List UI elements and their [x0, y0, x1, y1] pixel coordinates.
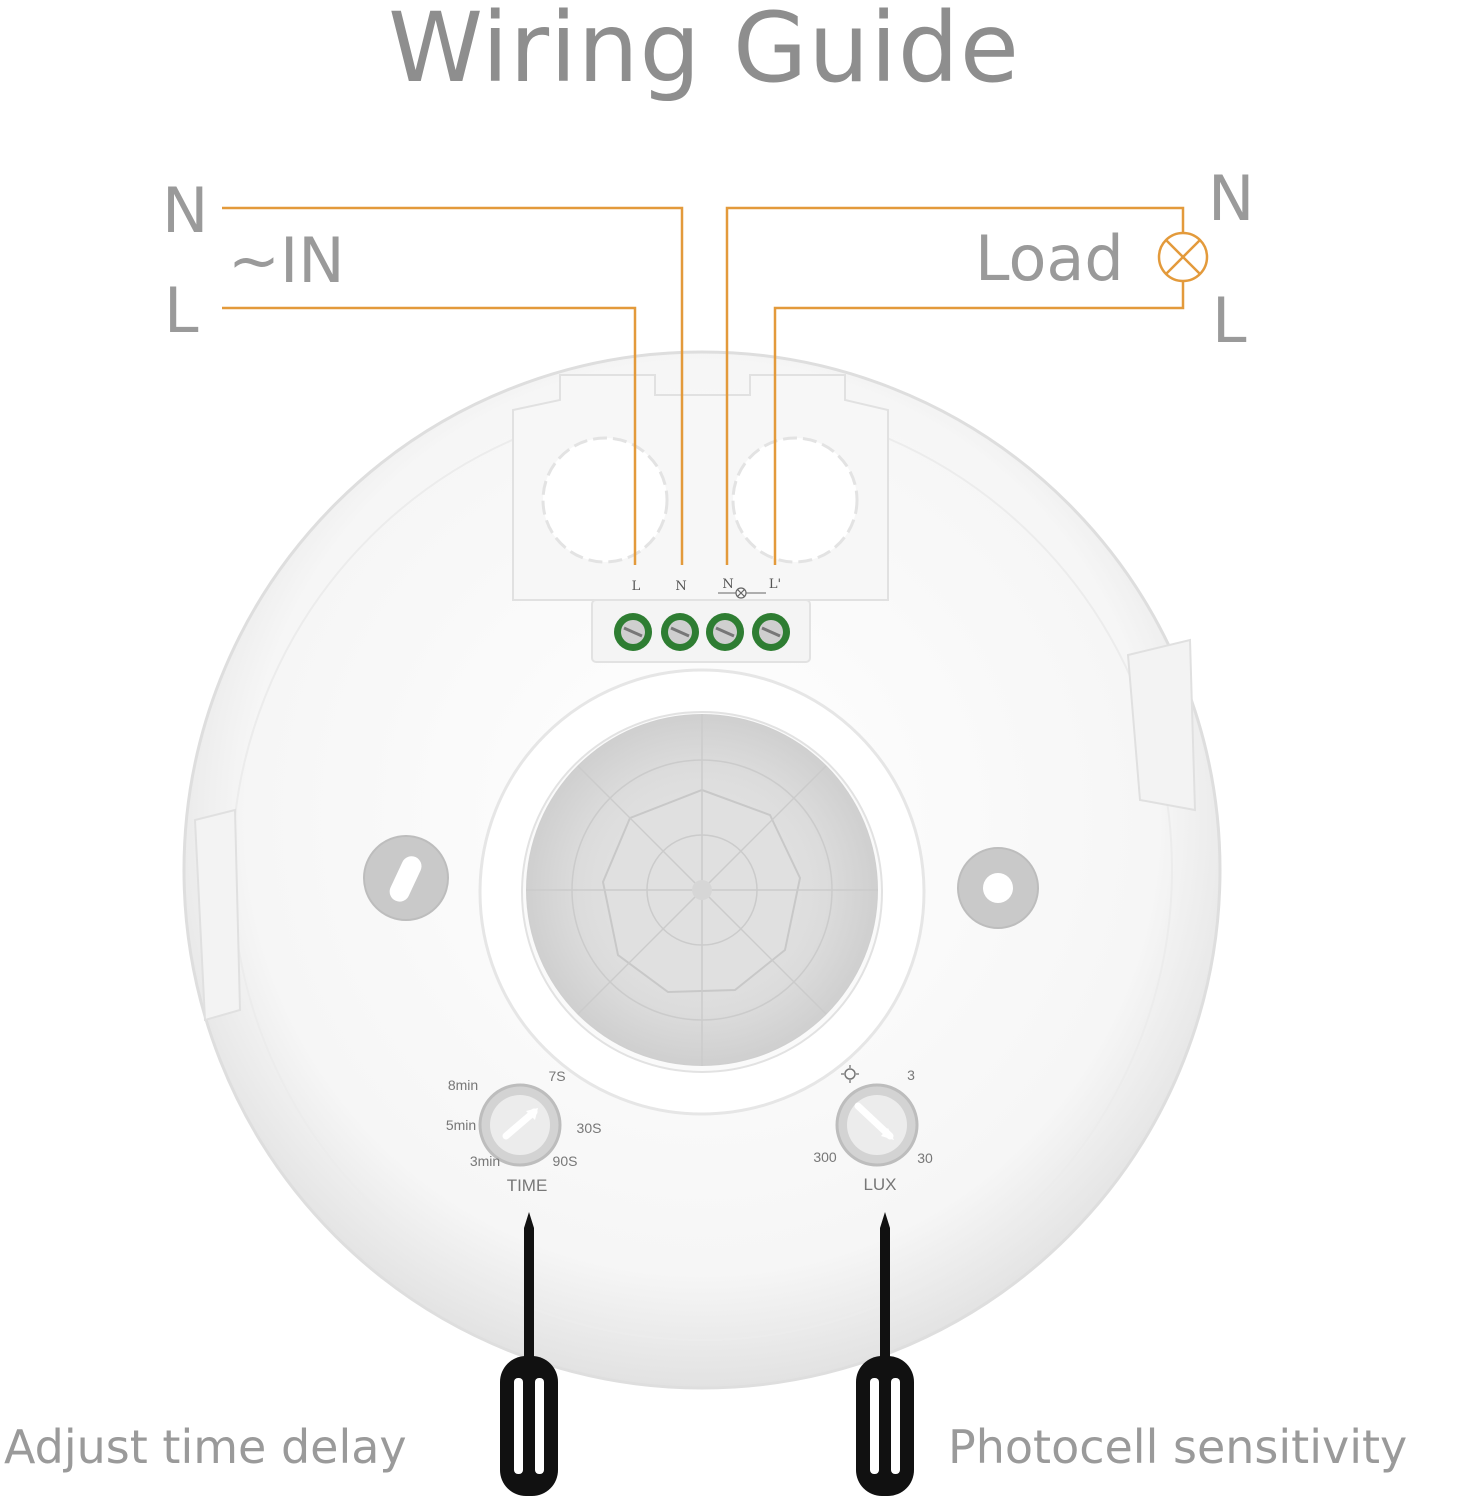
input-label: ~IN	[228, 224, 345, 297]
time-mark-5min: 5min	[446, 1117, 476, 1133]
load-label: Load	[975, 222, 1124, 295]
terminal-screw	[661, 613, 699, 651]
terminal-label-load-l: L'	[769, 577, 781, 592]
lux-mark-3: 3	[907, 1067, 915, 1083]
lamp-icon	[1157, 231, 1209, 283]
page-title: Wiring Guide	[388, 0, 1020, 104]
time-mark-3min: 3min	[470, 1153, 500, 1169]
wire-in-n	[222, 206, 684, 565]
wire-in-l	[222, 306, 637, 565]
mounting-hole-right	[957, 847, 1039, 929]
lux-mark-300: 300	[813, 1149, 837, 1165]
load-neutral-label: N	[1208, 162, 1255, 235]
load-live-label: L	[1212, 284, 1247, 357]
wires	[222, 206, 1185, 565]
wire-load-n	[725, 206, 1185, 565]
photocell-caption: Photocell sensitivity	[948, 1420, 1408, 1474]
terminal-label-load-n: N	[722, 577, 733, 592]
terminal-screw	[706, 613, 744, 651]
mini-lamp-icon	[718, 587, 766, 599]
terminal-screw	[614, 613, 652, 651]
input-neutral-label: N	[162, 174, 209, 247]
lux-dial[interactable]	[835, 1083, 919, 1167]
wire-load-l	[773, 282, 1185, 565]
time-mark-8min: 8min	[448, 1077, 478, 1093]
time-delay-caption: Adjust time delay	[4, 1420, 407, 1474]
terminal-label-l: L	[632, 579, 641, 594]
time-mark-7s: 7S	[548, 1068, 565, 1084]
input-live-label: L	[164, 274, 199, 347]
pir-sensor-lens	[478, 668, 926, 1116]
screwdriver-icon	[500, 1212, 558, 1496]
terminal-housing	[512, 374, 889, 663]
terminal-screw	[752, 613, 790, 651]
mounting-hole-left	[363, 835, 449, 921]
time-mark-90s: 90S	[553, 1153, 578, 1169]
time-mark-30s: 30S	[577, 1120, 602, 1136]
terminal-label-n: N	[675, 579, 686, 594]
time-dial-title: TIME	[507, 1176, 548, 1195]
time-dial[interactable]	[478, 1083, 562, 1167]
screwdriver-icon	[856, 1212, 914, 1496]
terminal-block: L N N L'	[614, 577, 790, 651]
sun-icon	[841, 1065, 859, 1083]
lux-mark-30: 30	[917, 1150, 933, 1166]
lux-dial-title: LUX	[863, 1175, 896, 1194]
